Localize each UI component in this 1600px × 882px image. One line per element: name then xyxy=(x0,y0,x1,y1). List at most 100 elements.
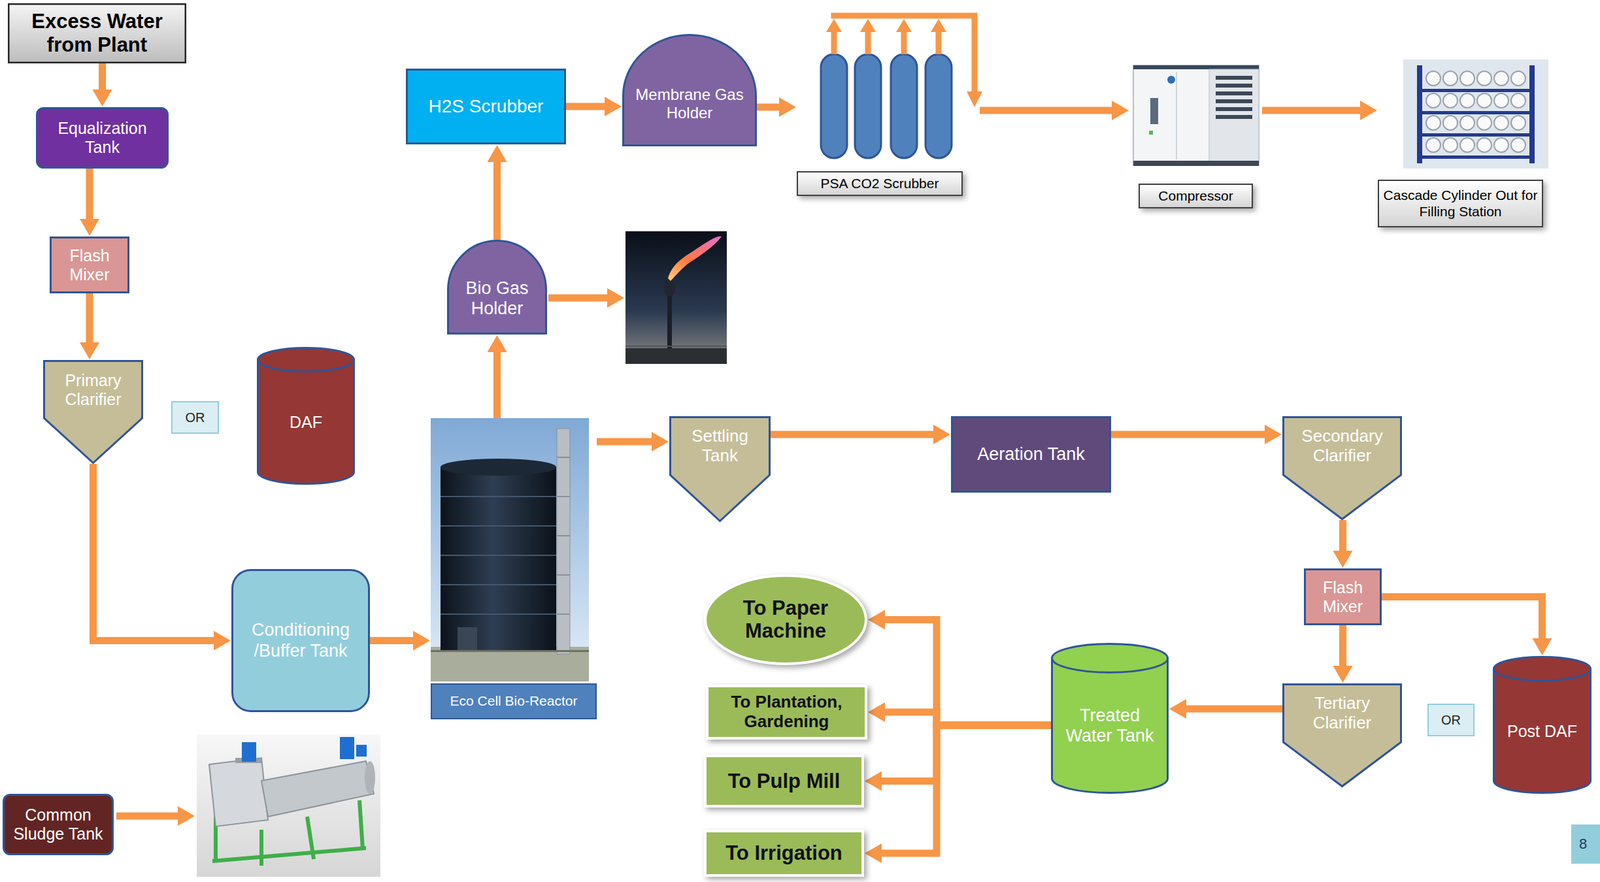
flow-arrow-line xyxy=(369,637,414,645)
text-block: Settling Tank xyxy=(674,426,766,467)
flow-arrow-line xyxy=(1111,431,1265,439)
flow-arrow xyxy=(79,293,100,360)
destination-box-outline xyxy=(705,756,863,807)
compressor-machine-part xyxy=(1149,130,1153,135)
flare-stack-photo-part xyxy=(625,231,727,365)
text-area: OR xyxy=(176,406,214,429)
text-block: Membrane Gas Holder xyxy=(628,85,751,122)
cascade-cylinder-rack-part xyxy=(1426,71,1526,153)
equipment-label-outline xyxy=(797,171,963,196)
flow-arrow-line xyxy=(493,352,501,419)
text-block: To Pulp Mill xyxy=(710,769,858,794)
bioreactor-photo-part xyxy=(440,458,557,476)
bioreactor-photo-part xyxy=(556,428,570,655)
flow-arrow-line xyxy=(493,162,501,240)
cascade-cylinder-rack-part-part xyxy=(1443,137,1458,153)
flow-arrow xyxy=(487,335,508,419)
or-box-outline xyxy=(171,401,219,434)
psa-arrowheads-part xyxy=(826,18,842,33)
psa-manifold-part xyxy=(831,15,976,93)
screw-press-machine-part xyxy=(241,742,257,763)
process-box: H2S Scrubber xyxy=(405,68,567,145)
text-area: Equalization Tank xyxy=(41,113,163,163)
text-area: To Pulp Mill xyxy=(710,761,858,802)
tank-box: Conditioning /Buffer Tank xyxy=(231,569,370,713)
text-area: To Irrigation xyxy=(710,836,858,871)
compressor-machine-part xyxy=(1133,65,1259,70)
text-area: Excess Water from Plant xyxy=(13,9,182,59)
psa-arrowheads-part xyxy=(930,18,947,33)
flow-arrow-line xyxy=(86,293,94,343)
flow-arrowhead xyxy=(779,97,797,117)
flow-arrow-line xyxy=(93,464,215,642)
cylinder-tank-outline xyxy=(1494,657,1591,682)
equipment-label-outline xyxy=(1378,180,1543,227)
flow-arrowhead xyxy=(1360,100,1378,121)
node-label: To Irrigation xyxy=(710,841,858,866)
screw-press-machine-part-part xyxy=(212,848,367,862)
flow-arrow-line xyxy=(1381,597,1543,640)
destination-box: To Irrigation xyxy=(703,830,865,878)
destination-box-outline xyxy=(707,686,867,739)
screw-press-machine-part xyxy=(209,758,268,827)
text-area: To Plantation, Gardening xyxy=(712,691,861,734)
psa-arrowheads-part xyxy=(966,91,983,108)
cascade-cylinder-rack-part xyxy=(1403,59,1549,169)
screw-press-machine-part xyxy=(196,734,381,878)
compressor-machine-part-part xyxy=(1215,83,1253,88)
cascade-cylinder-rack-part-part xyxy=(1460,137,1475,153)
cascade-cylinder-rack-part-part xyxy=(1426,71,1441,86)
cascade-cylinder-rack-part-part xyxy=(1460,115,1475,131)
cascade-cylinder-rack-part-part xyxy=(1477,93,1492,108)
flow-arrowhead xyxy=(864,771,882,792)
text-area: Settling Tank xyxy=(674,420,766,473)
equipment-label-outline xyxy=(1139,184,1253,208)
text-area: Compressor xyxy=(1142,185,1250,207)
flow-arrow-line xyxy=(1339,625,1347,667)
bioreactor-photo-part-part xyxy=(440,496,557,498)
flow-arrow-line xyxy=(881,725,1051,854)
destination-box-outline xyxy=(705,831,863,876)
text-area: Tertiary Clarifier xyxy=(1287,687,1397,740)
flow-arrow-line xyxy=(881,725,1051,782)
bioreactor-photo-part xyxy=(430,418,589,682)
static-flow-arrow xyxy=(116,288,625,827)
flow-arrowhead xyxy=(867,610,885,631)
compressor-machine-part xyxy=(1209,69,1259,165)
cascade-cylinder-rack-part-part xyxy=(1426,137,1441,153)
cylinder-tank: DAF xyxy=(256,347,355,485)
screw-press-machine xyxy=(196,734,381,878)
destination-ellipse: To Paper Machine xyxy=(703,574,868,666)
equipment-label-shape xyxy=(1129,63,1263,209)
text-block: OR xyxy=(1432,713,1470,729)
or-box-outline xyxy=(1428,704,1474,736)
bioreactor-photo-part xyxy=(440,496,557,615)
node-label: Secondary Clarifier xyxy=(1287,426,1397,467)
compressor-machine-part-part xyxy=(1215,91,1253,96)
flow-arrowhead xyxy=(487,335,508,353)
cylinder-tank-outline xyxy=(258,348,355,372)
flow-arrow xyxy=(566,96,622,117)
compressor-machine xyxy=(1133,65,1259,167)
psa-manifold-part xyxy=(901,31,908,55)
cascade-cylinder-rack-part-part xyxy=(1494,137,1509,153)
flow-arrowhead xyxy=(1169,699,1187,719)
bioreactor-photo-part-part xyxy=(440,525,557,527)
node-label: Compressor xyxy=(1142,188,1250,204)
screw-press-machine-part xyxy=(356,745,367,757)
flow-arrow xyxy=(1169,699,1283,719)
screw-press-machine-part xyxy=(339,737,355,760)
text-block: Flash Mixer xyxy=(1309,578,1376,617)
cascade-cylinder-rack-part-part xyxy=(1443,115,1458,131)
node-label: Excess Water from Plant xyxy=(13,9,182,57)
psa-manifold xyxy=(831,15,976,93)
node-label: Common Sludge Tank xyxy=(8,805,108,844)
mixer-box-outline xyxy=(1305,569,1382,625)
gas-holder-dome-outline xyxy=(448,241,547,334)
flow-arrowhead xyxy=(79,342,100,360)
compressor-machine-part-part xyxy=(1215,107,1253,112)
flow-arrow-line xyxy=(770,431,934,439)
text-area: Flash Mixer xyxy=(55,242,124,288)
psa-manifold-part xyxy=(831,31,838,55)
text-area: Post DAF xyxy=(1498,684,1587,779)
